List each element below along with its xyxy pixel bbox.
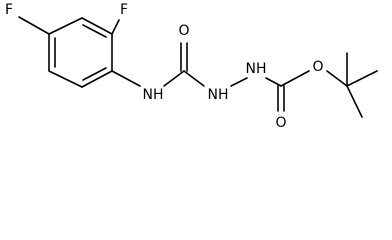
bond-c-o-ester — [280, 70, 310, 87]
benzene-ring — [48, 17, 113, 88]
atom-n-amide: NH — [143, 87, 164, 103]
atom-n-hydrazine-1: NH — [208, 87, 229, 103]
chemical-structure: F F NH O NH NH O O — [5, 2, 378, 131]
atom-o-urea: O — [178, 23, 189, 39]
bond-c-urea-n — [183, 70, 205, 87]
atom-o-ester: O — [312, 59, 323, 75]
ring-double-bond-1 — [82, 24, 107, 38]
bond-tbu-methyl-down — [346, 85, 363, 118]
ring-bond-c4-c5 — [48, 70, 83, 88]
ring-double-bond-2 — [82, 67, 107, 81]
atom-n-hydrazine-2: NH — [246, 61, 267, 77]
atom-f-left: F — [5, 2, 13, 18]
structure-canvas: F F NH O NH NH O O — [5, 2, 378, 131]
bond-c-f-left — [18, 16, 50, 35]
ring-bond-c3-c4 — [81, 70, 113, 88]
ring-bond-c1-c2 — [81, 17, 113, 35]
bond-n-c-carbamate — [265, 77, 282, 87]
bond-tbu-methyl-right — [346, 70, 378, 87]
bond-c-f-top — [111, 19, 120, 35]
bond-n-c-urea — [163, 70, 185, 87]
atom-f-top: F — [120, 2, 128, 18]
atom-o-carbamate-carbonyl: O — [275, 115, 286, 131]
bond-aryl-n — [111, 70, 141, 87]
bond-n-n-hydrazine — [230, 77, 248, 87]
bond-o-c-quaternary — [326, 70, 348, 87]
ring-bond-c6-c1 — [48, 17, 83, 35]
